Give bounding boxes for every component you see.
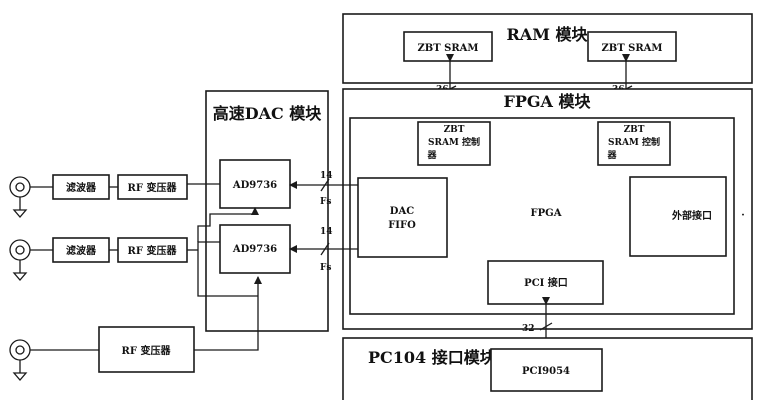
dac-bus-2-width: 14 bbox=[320, 227, 333, 237]
rf-transformer-2-box bbox=[117, 237, 188, 263]
clock-feed-line bbox=[194, 276, 262, 351]
dac-module-title: 高速DAC 模块 bbox=[213, 104, 323, 123]
zbt-ctrl-1-line2: SRAM 控制 bbox=[428, 136, 480, 148]
filter-2-label: 滤波器 bbox=[66, 244, 97, 257]
pci-bus-slash bbox=[539, 322, 553, 331]
rf-transformer-2-label: RF 变压器 bbox=[128, 244, 178, 257]
zbt-ctrl-1-box bbox=[417, 121, 491, 166]
filter-1-box bbox=[52, 174, 110, 200]
clk-2-label: Fs bbox=[320, 263, 331, 273]
dac-module-block bbox=[205, 90, 329, 332]
clk-1-label: Fs bbox=[320, 197, 331, 207]
pci-interface-label: PCI 接口 bbox=[524, 276, 568, 289]
dac-fifo-box bbox=[357, 177, 448, 258]
fpga-core-label: FPGA bbox=[531, 208, 562, 219]
zbt-ctrl-1-line3: 器 bbox=[426, 150, 437, 161]
zbt-ctrl-2-line2: SRAM 控制 bbox=[608, 136, 660, 148]
filter-2-box bbox=[52, 237, 110, 263]
dac-bus-1-slash bbox=[320, 178, 330, 192]
rf-transformer-1-label: RF 变压器 bbox=[128, 181, 178, 194]
pc104-module-title: PC104 接口模块 bbox=[368, 348, 497, 367]
dac-fifo-line1: DAC bbox=[390, 206, 414, 217]
ext-interface-box bbox=[629, 176, 727, 257]
output-connector-2-icon bbox=[9, 239, 31, 261]
zbt-sram-2-label: ZBT SRAM bbox=[601, 43, 662, 54]
clock-branch-line-1 bbox=[197, 241, 258, 297]
ad9736-1-label: AD9736 bbox=[232, 180, 277, 191]
dot-mark: · bbox=[741, 210, 744, 221]
pci-bus-width: 32 bbox=[522, 324, 535, 334]
clock-connector-inner-icon bbox=[15, 345, 25, 355]
dac-bus-1-width: 14 bbox=[320, 171, 333, 181]
zbt-ctrl-2-line1: ZBT bbox=[624, 125, 645, 135]
output-connector-2-inner-icon bbox=[15, 245, 25, 255]
ext-interface-label: 外部接口 bbox=[671, 209, 712, 222]
output-connector-1-inner-icon bbox=[15, 182, 25, 192]
rf-transformer-3-box bbox=[98, 326, 195, 373]
output-connector-1-icon bbox=[9, 176, 31, 198]
ad9736-2-box bbox=[219, 224, 291, 274]
zbt-ctrl-2-box bbox=[597, 121, 671, 166]
fpga-module-title: FPGA 模块 bbox=[503, 92, 591, 111]
ram-module-title: RAM 模块 bbox=[507, 25, 589, 44]
rf-transformer-3-label: RF 变压器 bbox=[122, 344, 172, 357]
zbt-sram-1-label: ZBT SRAM bbox=[417, 43, 478, 54]
dac-fifo-line2: FIFO bbox=[388, 220, 416, 231]
rf-transformer-1-box bbox=[117, 174, 188, 200]
ad9736-2-label: AD9736 bbox=[232, 244, 277, 255]
zbt-sram-2-box bbox=[587, 31, 677, 62]
clock-connector-icon bbox=[9, 339, 31, 361]
clock-branch-line-2 bbox=[197, 207, 259, 242]
ground-1-icon bbox=[12, 209, 28, 218]
pci-interface-box bbox=[487, 260, 604, 305]
ground-3-icon bbox=[12, 372, 28, 381]
filter-1-label: 滤波器 bbox=[66, 181, 97, 194]
ground-2-icon bbox=[12, 272, 28, 281]
dac-bus-2-slash bbox=[320, 242, 330, 256]
pci9054-label: PCI9054 bbox=[522, 366, 570, 377]
pci9054-box bbox=[490, 348, 603, 392]
zbt-ctrl-2-line3: 器 bbox=[606, 150, 617, 161]
zbt-ctrl-1-line1: ZBT bbox=[444, 125, 465, 135]
